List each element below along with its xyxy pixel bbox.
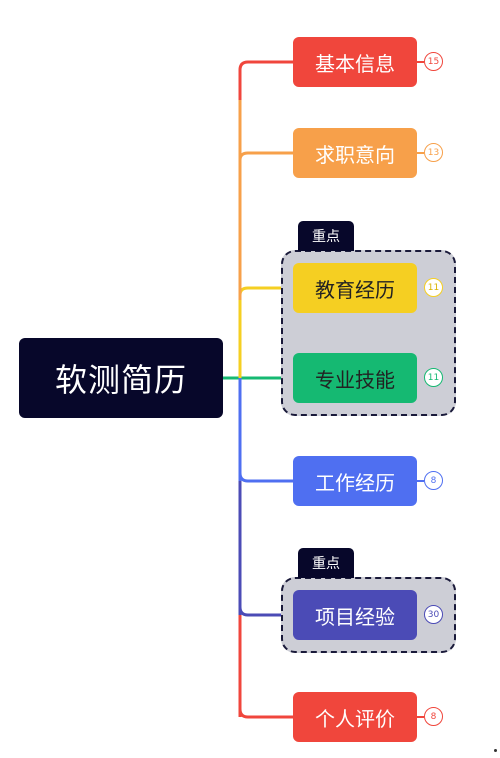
count-badge: 13: [424, 143, 443, 162]
count-badge: 8: [424, 707, 443, 726]
count-badge: 11: [424, 368, 443, 387]
branch-node-project-experience[interactable]: 项目经验: [293, 590, 417, 640]
count-badge: 15: [424, 52, 443, 71]
count-badge-value: 8: [430, 475, 437, 486]
branch-label: 教育经历: [315, 277, 395, 302]
branch-label: 个人评价: [315, 706, 395, 731]
corner-dot: [494, 749, 497, 752]
branch-node-basic-info[interactable]: 基本信息: [293, 37, 417, 87]
branch-node-job-intention[interactable]: 求职意向: [293, 128, 417, 178]
branch-node-self-evaluation[interactable]: 个人评价: [293, 692, 417, 742]
count-badge-value: 13: [427, 147, 440, 158]
count-badge-value: 11: [427, 372, 440, 383]
branch-node-skills[interactable]: 专业技能: [293, 353, 417, 403]
count-badge-value: 30: [427, 609, 440, 620]
branch-node-work-experience[interactable]: 工作经历: [293, 456, 417, 506]
root-label: 软测简历: [54, 361, 187, 399]
count-badge: 30: [424, 605, 443, 624]
count-badge-value: 8: [430, 711, 437, 722]
count-badge: 11: [424, 278, 443, 297]
count-badge-value: 15: [427, 56, 440, 67]
root-node[interactable]: 软测简历: [19, 338, 223, 418]
branch-label: 专业技能: [315, 367, 395, 392]
branch-label: 工作经历: [315, 470, 395, 495]
highlight-tag-1: 重点: [298, 221, 354, 251]
branch-label: 基本信息: [315, 51, 395, 76]
branch-label: 项目经验: [315, 604, 395, 629]
branch-label: 求职意向: [315, 142, 395, 167]
highlight-tag-2: 重点: [298, 548, 354, 578]
count-badge-value: 11: [427, 282, 440, 293]
branch-node-education[interactable]: 教育经历: [293, 263, 417, 313]
count-badge: 8: [424, 471, 443, 490]
